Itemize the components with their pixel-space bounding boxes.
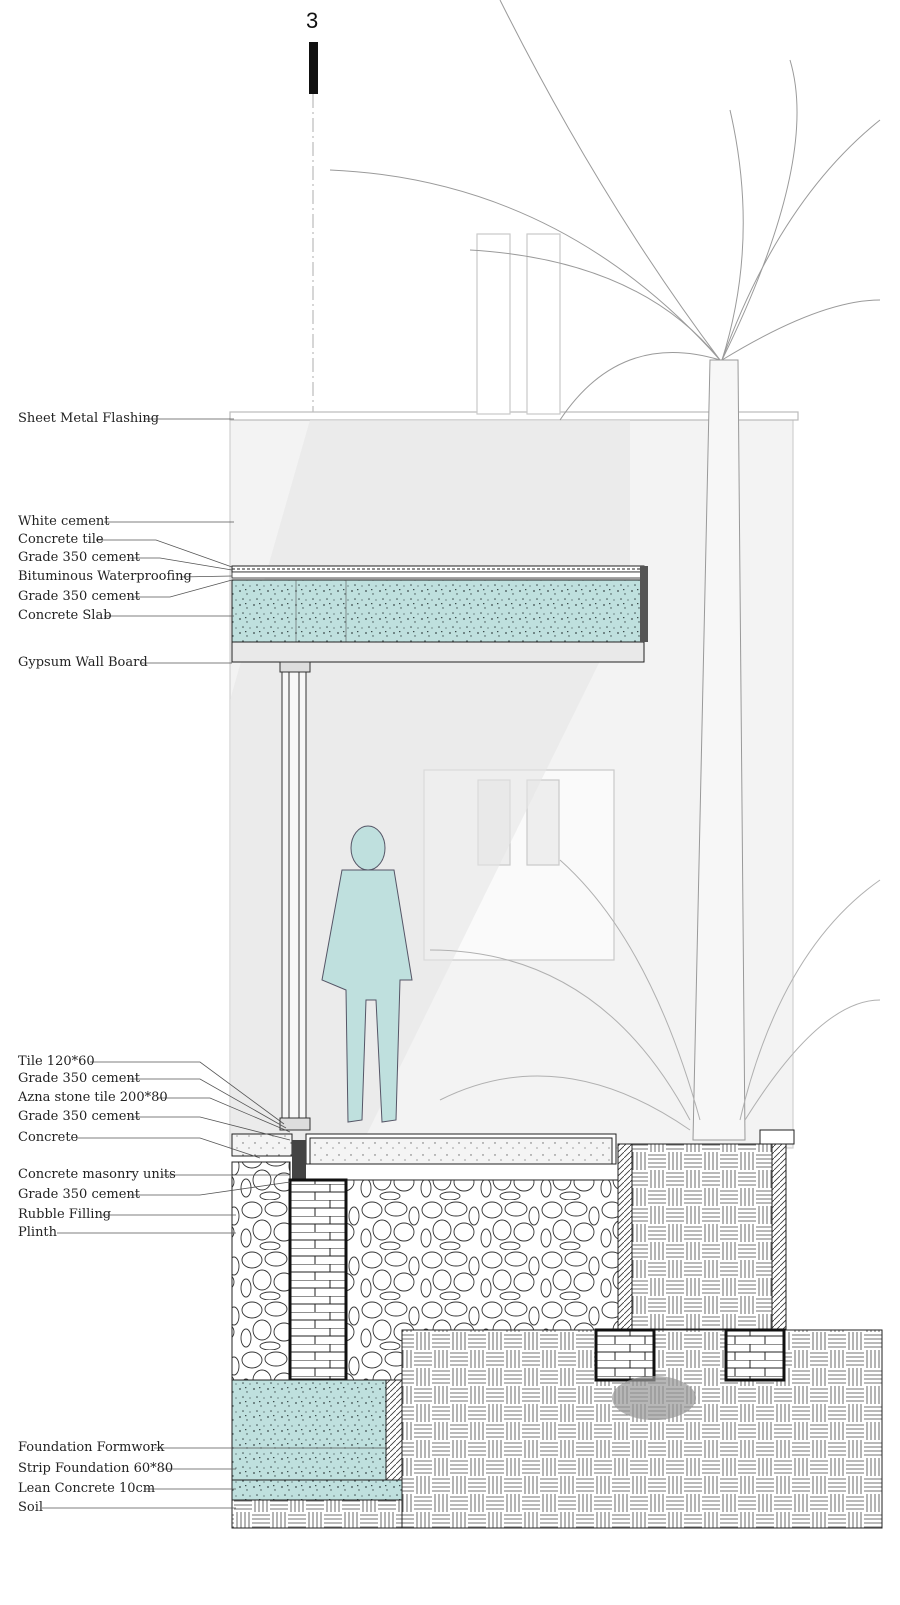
label-concrete-masonry-units: Concrete masonry units bbox=[18, 1167, 176, 1182]
label-grade350-cement: Grade 350 cement bbox=[18, 1109, 141, 1124]
label-plinth: Plinth bbox=[18, 1225, 58, 1240]
label-tile: Tile 120*60 bbox=[18, 1054, 95, 1069]
label-grade350-cement: Grade 350 cement bbox=[18, 589, 141, 604]
label-bituminous-waterproofing: Bituminous Waterproofing bbox=[18, 569, 192, 584]
label-concrete: Concrete bbox=[18, 1130, 79, 1145]
label-concrete-slab: Concrete Slab bbox=[18, 608, 112, 623]
cmu-wall bbox=[288, 1178, 348, 1382]
label-grade350-cement: Grade 350 cement bbox=[18, 1071, 141, 1086]
label-sheet-metal-flashing: Sheet Metal Flashing bbox=[18, 411, 160, 426]
plinth-left bbox=[617, 1143, 633, 1330]
leader-lines bbox=[42, 418, 390, 1509]
label-lean-concrete: Lean Concrete 10cm bbox=[18, 1481, 156, 1496]
standing-man-icon bbox=[321, 825, 413, 1123]
label-foundation-formwork: Foundation Formwork bbox=[18, 1440, 165, 1455]
label-rubble-filling: Rubble Filling bbox=[18, 1207, 112, 1222]
ground-floor bbox=[231, 1133, 617, 1180]
label-grade350-cement: Grade 350 cement bbox=[18, 550, 141, 565]
label-white-cement: White cement bbox=[18, 514, 110, 529]
palm-tree-icon bbox=[329, 0, 881, 1141]
section-number: 3 bbox=[306, 8, 319, 33]
plinth-right bbox=[771, 1143, 787, 1330]
rubble-left bbox=[231, 1161, 291, 1383]
label-azna-stone-tile: Azna stone tile 200*80 bbox=[18, 1090, 168, 1105]
roof-slab bbox=[231, 565, 648, 663]
foundation-formwork bbox=[385, 1379, 403, 1481]
label-soil: Soil bbox=[18, 1500, 44, 1515]
label-strip-foundation: Strip Foundation 60*80 bbox=[18, 1461, 174, 1476]
planter-fill bbox=[631, 1143, 773, 1330]
window-frame bbox=[279, 661, 311, 1131]
label-concrete-tile: Concrete tile bbox=[18, 532, 104, 547]
label-gypsum-wall-board: Gypsum Wall Board bbox=[18, 655, 148, 670]
strip-foundation bbox=[231, 1379, 387, 1481]
lean-concrete bbox=[231, 1479, 403, 1501]
label-grade350-cement: Grade 350 cement bbox=[18, 1187, 141, 1202]
section-marker-bar bbox=[309, 42, 318, 94]
